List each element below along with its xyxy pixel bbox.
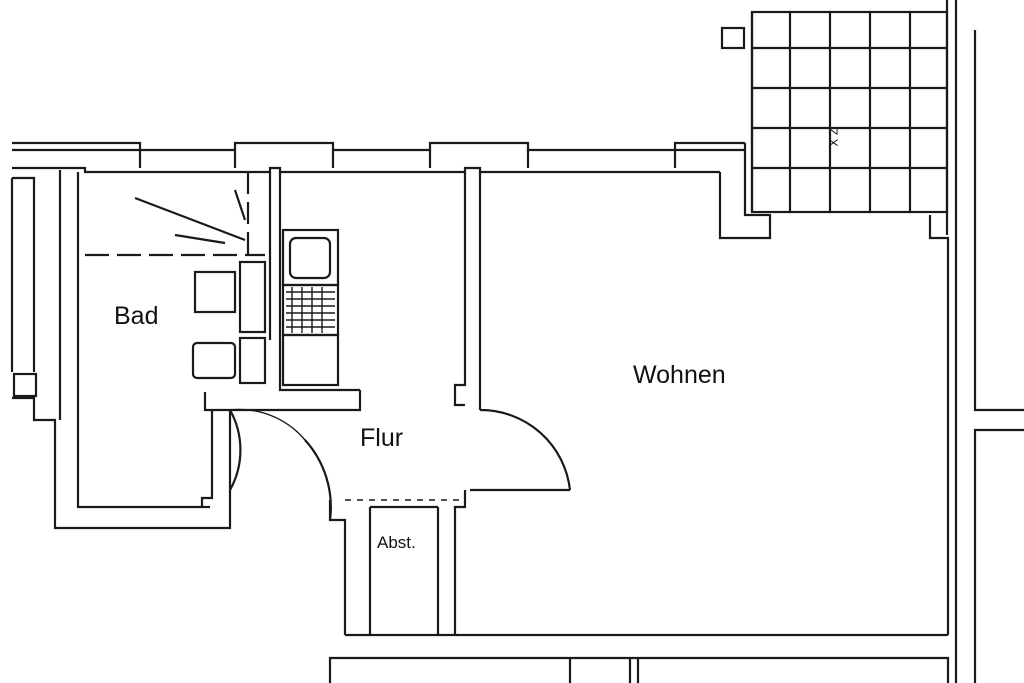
room-label-abstellraum: Abst. <box>377 533 416 552</box>
bathroom-walls <box>85 172 362 507</box>
radiator-icon <box>12 372 38 398</box>
storage-walls <box>328 490 467 635</box>
east-wall <box>928 30 1024 683</box>
room-label-bad: Bad <box>114 302 158 330</box>
north-wall <box>12 141 772 240</box>
south-wall <box>328 633 950 683</box>
flur-wall <box>304 172 572 521</box>
balcony-marking: Z X <box>826 128 840 147</box>
room-label-flur: Flur <box>360 424 403 452</box>
kitchen-niche <box>281 228 340 387</box>
toilet-icon <box>191 336 267 385</box>
sink-icon <box>193 260 267 334</box>
room-label-wohnen: Wohnen <box>633 361 726 389</box>
west-wall <box>10 170 232 530</box>
balcony <box>720 0 958 235</box>
balcony-post-icon <box>720 26 746 50</box>
shower-icon <box>134 189 247 245</box>
